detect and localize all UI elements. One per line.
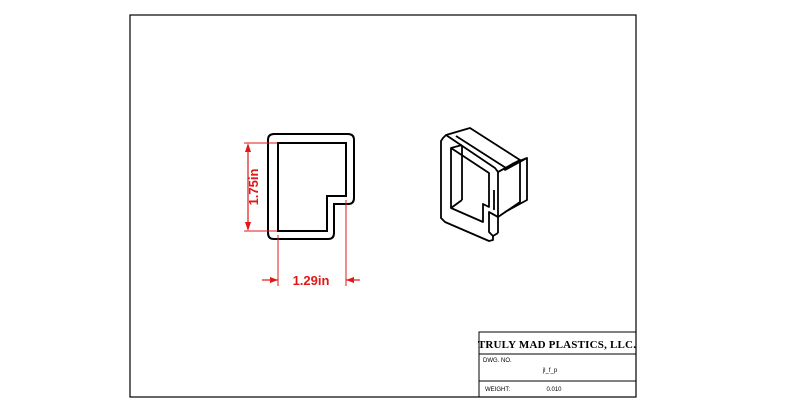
- front-view-outer-outline: [267, 133, 355, 240]
- iso-top-edge-inner: [455, 135, 507, 169]
- width-arrow-right: [346, 277, 354, 283]
- height-dimension: [244, 142, 277, 232]
- height-arrow-top: [245, 143, 251, 152]
- width-dimension-label: 1.29in: [293, 273, 330, 288]
- height-dimension-label: 1.75in: [246, 169, 261, 206]
- iso-inner-depth-1: [450, 144, 463, 149]
- title-block-frame: [478, 331, 637, 398]
- iso-ridge-2: [511, 157, 528, 165]
- front-view: [267, 133, 355, 240]
- width-arrow-left: [270, 277, 278, 283]
- iso-side-inner-2: [488, 211, 499, 218]
- iso-front-outer: [440, 134, 499, 242]
- company-name: TRULY MAD PLASTICS, LLC.: [478, 339, 636, 351]
- iso-inner-depth-3: [450, 199, 463, 209]
- weight-value: 0.010: [546, 387, 562, 393]
- height-arrow-bottom: [245, 222, 251, 231]
- weight-label: WEIGHT:: [485, 387, 510, 393]
- dwg-no-label: DWG. NO.: [483, 358, 512, 364]
- front-view-inner-outline: [277, 142, 347, 232]
- iso-notch-2: [492, 232, 499, 237]
- dwg-no-value: jl_f_p: [542, 368, 558, 374]
- isometric-view: [440, 127, 528, 242]
- sheet-border: [129, 14, 637, 398]
- title-block: [478, 331, 637, 398]
- width-dimension: [262, 200, 360, 286]
